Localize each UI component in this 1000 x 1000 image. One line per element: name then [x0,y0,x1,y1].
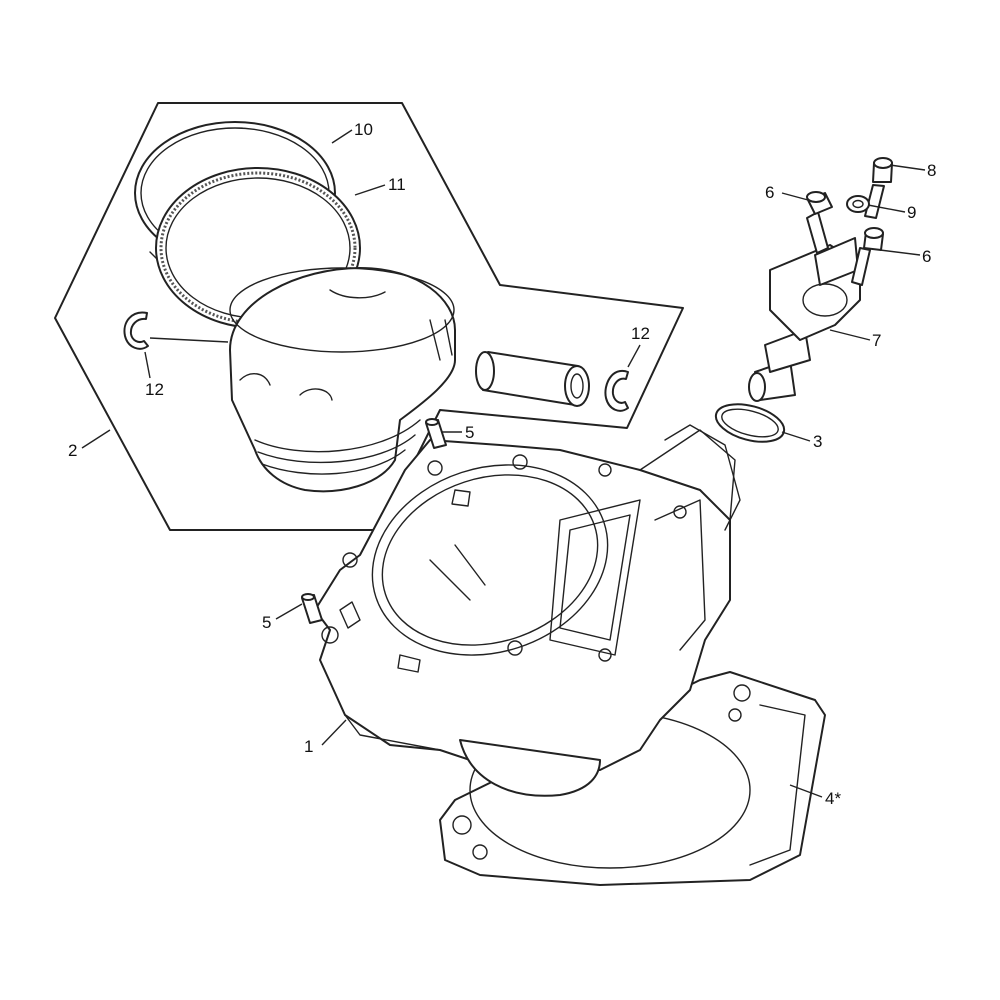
callout-5-upper: 5 [465,423,474,442]
leader-12a-pin [149,337,229,343]
leader-1 [321,719,347,746]
callout-7: 7 [872,331,881,350]
chain-tensioner [748,237,861,402]
callout-12-right: 12 [631,324,650,343]
cylinder [314,424,741,797]
leader-8 [889,164,926,171]
leader-11 [354,184,386,196]
tensioner-o-ring [714,403,786,443]
piston [229,267,456,493]
callout-3: 3 [813,432,822,451]
leader-12a [144,351,151,379]
leader-9 [867,204,906,213]
callout-10: 10 [354,120,373,139]
leader-12b [627,344,641,368]
callout-6-left: 6 [765,183,774,202]
leader-2 [81,429,111,449]
circlip-left [123,311,149,350]
circlip-right [604,369,629,412]
leader-4 [789,784,823,798]
callout-11: 11 [388,175,406,194]
callout-6-right: 6 [922,247,931,266]
callout-9: 9 [907,203,916,222]
callout-12-left: 12 [145,380,164,399]
callout-1: 1 [304,737,313,756]
sealing-washer [846,195,870,213]
callout-8: 8 [927,161,936,180]
callout-2: 2 [68,441,77,460]
leader-6b [879,249,921,256]
dowel-pin-lower [301,593,323,624]
bolt-left [806,191,833,254]
piston-pin [475,351,590,407]
callout-5-lower: 5 [262,613,271,632]
callout-4: 4* [825,789,841,808]
dowel-pin-upper [425,418,447,449]
leader-7 [829,329,871,341]
piston-assembly-frame [54,102,684,531]
leader-6a [781,192,809,201]
leader-5b [275,603,303,620]
leader-10 [331,129,353,144]
leader-3 [781,431,811,442]
